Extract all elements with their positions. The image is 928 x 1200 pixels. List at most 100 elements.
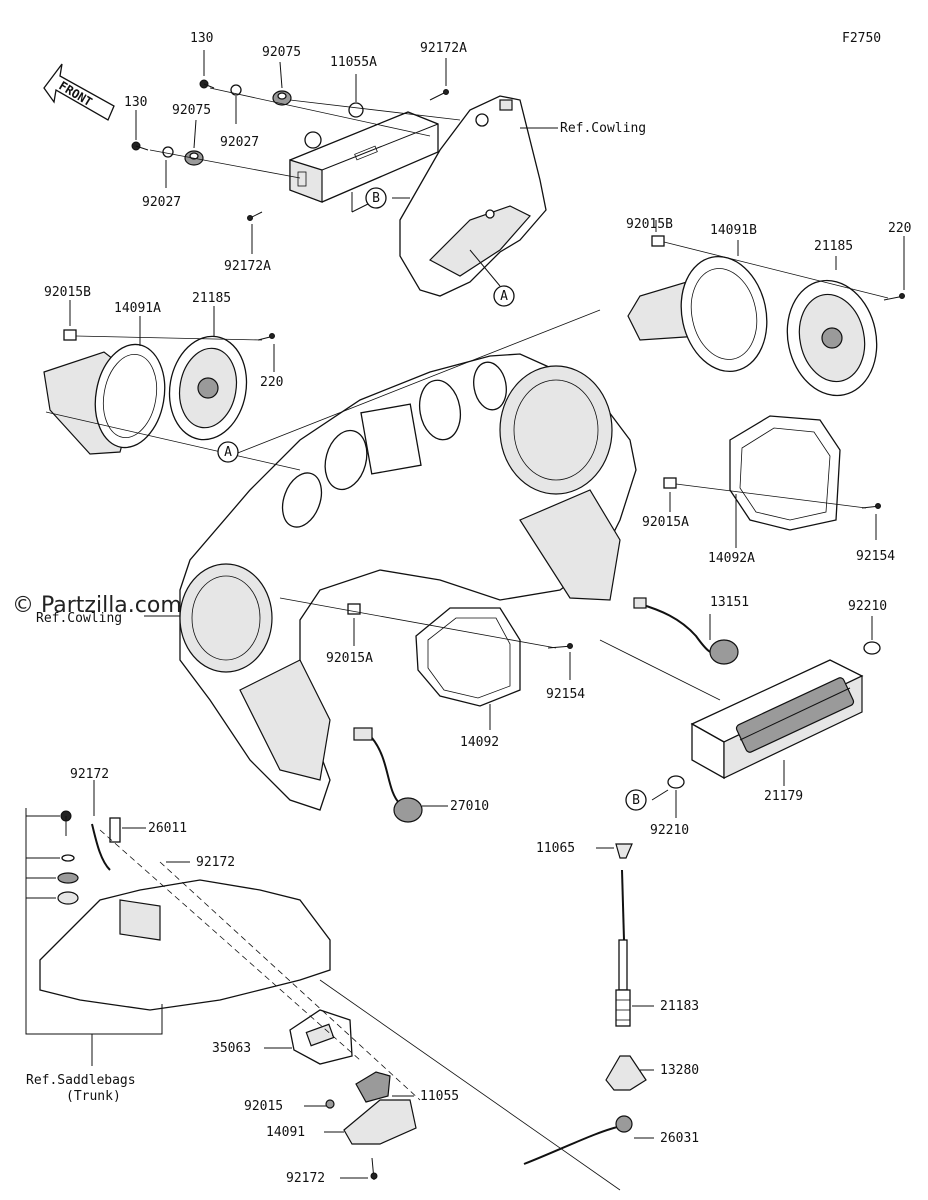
label-92015A-left: 92015A [326, 651, 373, 666]
label-11065: 11065 [536, 841, 575, 856]
label-trunk: (Trunk) [66, 1089, 121, 1104]
grille-14092 [415, 607, 521, 707]
label-92172-top: 92172 [70, 767, 109, 782]
bolt-92210-lower [667, 775, 685, 789]
leader-lines [69, 50, 905, 1179]
audio-unit-21179 [690, 659, 864, 780]
label-92015A-right: 92015A [642, 515, 689, 530]
label-14092A: 14092A [708, 551, 755, 566]
washer-stack [57, 854, 79, 905]
callout-b-bottom: B [625, 789, 647, 811]
screw-220-right [883, 293, 905, 301]
label-92075-top: 92075 [262, 45, 301, 60]
label-11055: 11055 [420, 1089, 459, 1104]
label-92210-bottom: 92210 [650, 823, 689, 838]
label-92015B-left: 92015B [44, 285, 91, 300]
ground-wire-26011 [91, 817, 121, 871]
speaker-ring-14091B [680, 255, 768, 373]
bolt-92172-top [60, 810, 72, 836]
label-35063: 35063 [212, 1041, 251, 1056]
label-13280: 13280 [660, 1063, 699, 1078]
screw-220-left [257, 333, 275, 341]
watermark: © Partzilla.com [12, 593, 182, 618]
screw-92172A-upper [429, 89, 449, 101]
bolt-130-upper [199, 79, 215, 89]
label-92172-mid: 92172 [196, 855, 235, 870]
screw-92172A-lower [247, 211, 263, 221]
svg-text:B: B [372, 191, 380, 206]
label-92027-top: 92027 [220, 135, 259, 150]
label-130-top: 130 [190, 31, 213, 46]
mount-bracket-35063 [289, 1009, 353, 1065]
collar-92015B-right [651, 235, 665, 247]
label-ref-saddlebags: Ref.Saddlebags [26, 1073, 136, 1088]
label-130-left: 130 [124, 95, 147, 110]
label-21185-left: 21185 [192, 291, 231, 306]
callout-a-left: A [217, 441, 239, 463]
bracket-assembly [289, 102, 439, 203]
bracket-11055 [355, 1071, 391, 1103]
collar-92015A-left [347, 603, 361, 615]
speaker-ring-14091A [94, 343, 166, 449]
label-92015: 92015 [244, 1099, 283, 1114]
trunk-body [39, 879, 331, 1011]
cover-14091 [343, 1099, 417, 1145]
bolt-130-lower [131, 141, 149, 151]
cap-11065 [615, 843, 633, 859]
front-arrow-icon: FRONT [43, 63, 115, 121]
label-21183: 21183 [660, 999, 699, 1014]
bolt-92210-upper [863, 641, 881, 655]
grommet-92075-upper [272, 90, 292, 106]
label-92210-top: 92210 [848, 599, 887, 614]
label-92154-right: 92154 [856, 549, 895, 564]
label-92015B-right: 92015B [626, 217, 673, 232]
label-92172A-bottom: 92172A [224, 259, 271, 274]
screw-92172-bot [370, 1157, 378, 1181]
collar-92015B-left [63, 329, 77, 341]
label-92075-mid: 92075 [172, 103, 211, 118]
svg-text:A: A [224, 445, 232, 460]
label-92154-mid: 92154 [546, 687, 585, 702]
label-21185-right: 21185 [814, 239, 853, 254]
label-92172A-top: 92172A [420, 41, 467, 56]
label-92027-left: 92027 [142, 195, 181, 210]
nut-92015 [325, 1099, 335, 1109]
label-14091: 14091 [266, 1125, 305, 1140]
label-220-right: 220 [888, 221, 911, 236]
label-14092: 14092 [460, 735, 499, 750]
svg-text:A: A [500, 289, 508, 304]
label-ref-cowling-left: Ref.Cowling [36, 611, 122, 626]
label-ref-cowling-top: Ref.Cowling [560, 121, 646, 136]
grille-14092A [729, 415, 841, 531]
collar-92027-upper [230, 84, 242, 96]
antenna-21183 [615, 869, 631, 1027]
callout-a-top: A [493, 285, 515, 307]
label-14091B: 14091B [710, 223, 757, 238]
label-26011: 26011 [148, 821, 187, 836]
usb-socket-13151 [633, 597, 739, 665]
speaker-21185-right [786, 279, 878, 397]
figure-code: F2750 [842, 31, 881, 46]
collar-92015A-right [663, 477, 677, 489]
svg-text:B: B [632, 793, 640, 808]
label-27010: 27010 [450, 799, 489, 814]
label-13151: 13151 [710, 595, 749, 610]
speaker-21185-left [168, 335, 248, 441]
label-220-left: 220 [260, 375, 283, 390]
label-11055A: 11055A [330, 55, 377, 70]
collar-92027-lower [162, 146, 174, 158]
connector-27010 [353, 727, 423, 823]
cowling-fragment-top [399, 95, 547, 297]
label-14091A: 14091A [114, 301, 161, 316]
label-92172-bottom: 92172 [286, 1171, 325, 1186]
part-labels: 130 130 92075 92075 11055A 92172A 92027 … [26, 31, 911, 1186]
callout-b-top: B [365, 187, 387, 209]
screw-92154-mid [547, 643, 573, 649]
label-21179: 21179 [764, 789, 803, 804]
antenna-cable-26031 [523, 1115, 633, 1165]
label-26031: 26031 [660, 1131, 699, 1146]
front-arrow-label: FRONT [56, 79, 94, 110]
antenna-base-13280 [605, 1055, 647, 1091]
